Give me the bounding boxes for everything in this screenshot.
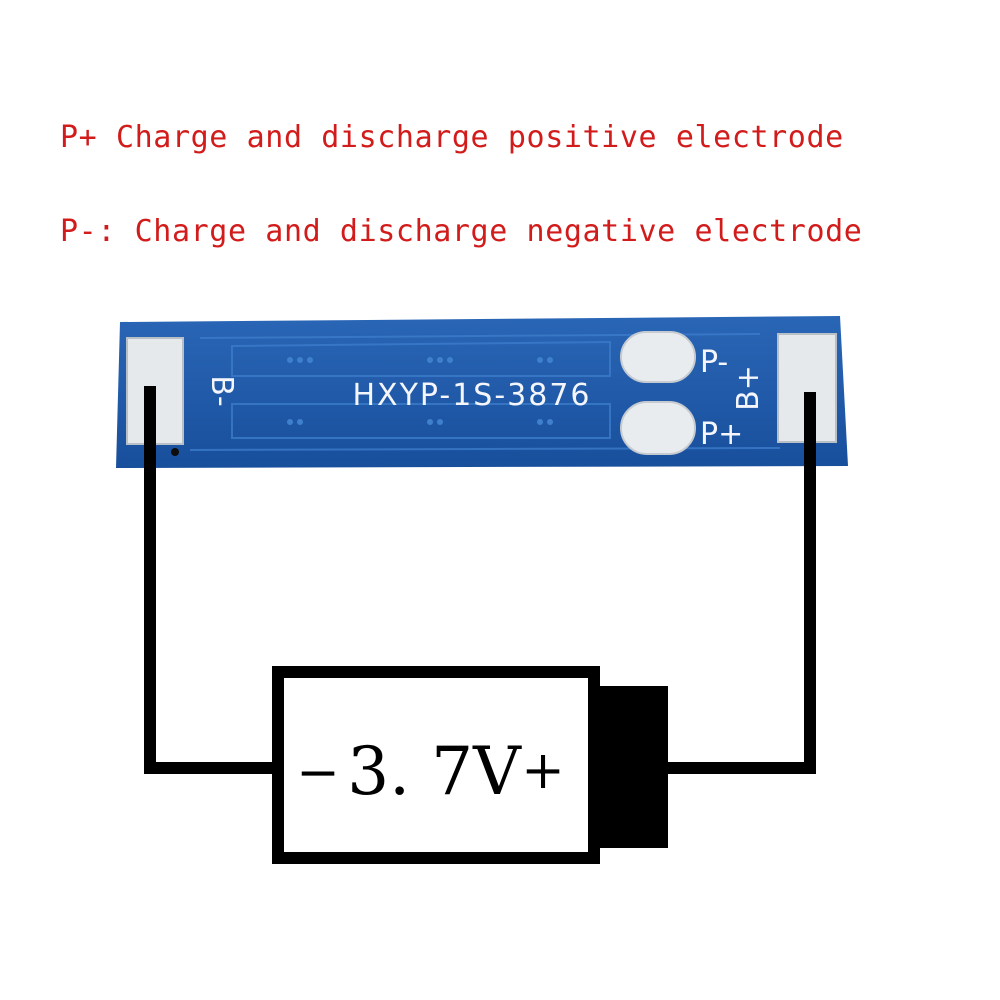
battery-terminal [600, 686, 668, 848]
wires [144, 386, 816, 774]
p-minus-pad [620, 331, 696, 383]
battery-minus-sign: − [296, 743, 340, 803]
battery-body [272, 666, 600, 864]
p-minus-label: P- [700, 345, 728, 380]
battery: − 3. 7V + [272, 666, 668, 864]
battery-voltage: 3. 7V [347, 733, 522, 810]
pcb-board: HXYP-1S-3876 B- B+ P- P+ [116, 316, 848, 468]
b-plus-label: B+ [731, 365, 766, 411]
model-label: HXYP-1S-3876 [353, 378, 592, 413]
negative-wire [144, 386, 284, 774]
caption-negative-electrode: P-: Charge and discharge negative electr… [60, 214, 863, 249]
b-minus-label: B- [204, 375, 239, 406]
positive-wire [662, 392, 816, 774]
p-plus-pad [620, 401, 696, 455]
pcb-vias [171, 357, 553, 456]
caption-positive-electrode: P+ Charge and discharge positive electro… [60, 120, 844, 155]
p-plus-label: P+ [700, 417, 743, 452]
battery-plus-sign: + [521, 741, 565, 801]
